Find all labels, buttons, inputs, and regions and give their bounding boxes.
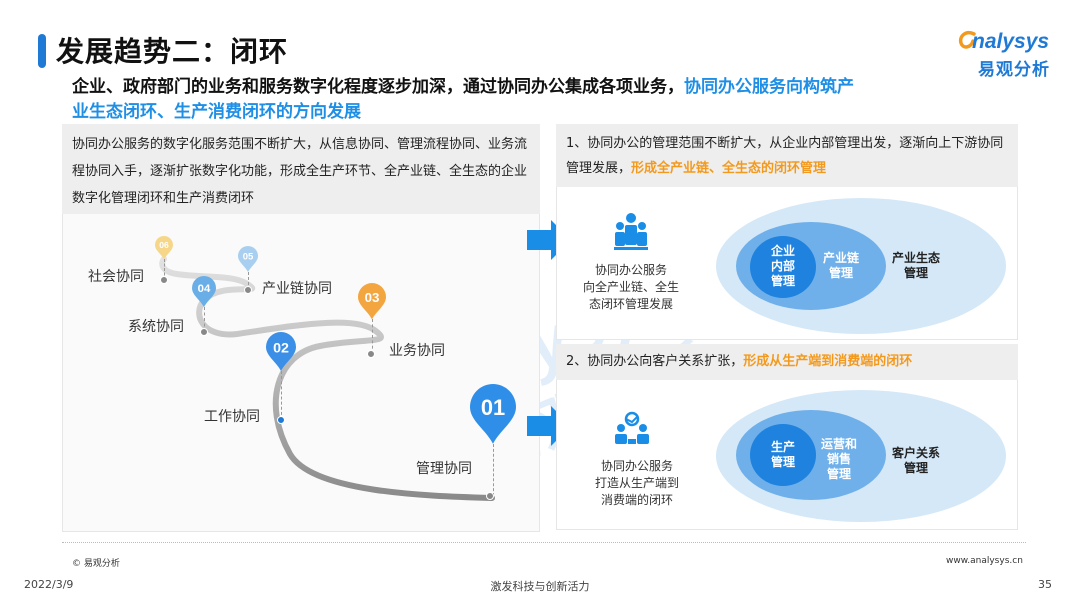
stage-label: 社会协同 [88, 269, 144, 285]
inner-ring [750, 424, 816, 486]
outer-ring-label: 产业生态 管理 [891, 251, 940, 280]
stage-label: 管理协同 [416, 461, 472, 477]
stage-connector [204, 307, 205, 332]
subtitle: 企业、政府部门的业务和服务数字化程度逐步加深，通过协同办公集成各项业务，协同办公… [72, 75, 1022, 125]
stage-dot [200, 328, 208, 336]
title-accent-bar [38, 34, 46, 68]
right-top-caption: 协同办公服务 向全产业链、全生 态闭环管理发展 [566, 262, 696, 313]
footer-date: 2022/3/9 [24, 578, 74, 591]
inner-ring [750, 236, 816, 298]
subtitle-highlight-1: 协同办公服务向构筑产 [684, 77, 854, 97]
stage-connector [493, 443, 494, 496]
right-bot-desc-plain: 2、协同办公向客户关系扩张， [566, 354, 744, 369]
stage-dot [160, 276, 168, 284]
right-top-description: 1、协同办公的管理范围不断扩大，从企业内部管理出发，逐渐向上下游协同管理发展，形… [556, 124, 1018, 187]
right-top-desc-highlight: 形成全产业链、全生态的闭环管理 [631, 161, 827, 176]
caption-line: 向全产业链、全生 [582, 280, 679, 294]
team-icon [614, 213, 648, 250]
stage-pin-01: 01 [470, 384, 516, 444]
caption-line: 协同办公服务 [600, 459, 673, 473]
road-path [159, 256, 495, 501]
evolution-road [159, 256, 495, 501]
right-bottom-description: 2、协同办公向客户关系扩张，形成从生产端到消费端的闭环 [556, 344, 1018, 380]
stage-connector [281, 371, 282, 420]
page-number: 35 [1038, 578, 1052, 591]
stage-connector [248, 272, 249, 290]
stage-number: 04 [198, 283, 211, 295]
stage-pin-06: 06 [155, 236, 173, 260]
stage-number: 01 [481, 395, 505, 420]
inner-ring-label: 生产 管理 [770, 440, 795, 469]
analysys-logo: nalysys 易观分析 [958, 24, 1058, 80]
stage-dot [244, 286, 252, 294]
stage-dot [277, 416, 285, 424]
outer-ring-label: 客户关系 管理 [891, 446, 940, 475]
right-bottom-caption: 协同办公服务 打造从生产端到 消费端的闭环 [572, 458, 702, 509]
logo-chinese: 易观分析 [978, 60, 1050, 80]
stage-pin-05: 05 [238, 246, 258, 272]
logo-a-swoosh-icon [958, 30, 976, 49]
stage-pin-03: 03 [358, 283, 386, 320]
footer-slogan: 激发科技与创新活力 [490, 580, 590, 593]
subtitle-highlight-2: 业生态闭环、生产消费闭环的方向发展 [72, 102, 361, 122]
caption-line: 打造从生产端到 [594, 476, 679, 490]
footer-divider [62, 542, 1026, 543]
inner-ring-label: 企业 内部 管理 [770, 244, 795, 288]
stage-dot [367, 350, 375, 358]
stage-number: 06 [159, 240, 169, 250]
caption-line: 态闭环管理发展 [588, 297, 673, 311]
footer-copyright: © 易观分析 [72, 559, 120, 569]
right-bot-desc-highlight: 形成从生产端到消费端的闭环 [743, 354, 913, 369]
stage-connector [372, 319, 373, 354]
middle-ring-label: 产业链 管理 [822, 251, 859, 280]
stage-number: 02 [273, 340, 289, 356]
stage-dot [486, 492, 494, 500]
stage-pin-04: 04 [192, 276, 216, 308]
middle-ring-label: 运营和 销售 管理 [820, 437, 857, 481]
logo-word: nalysys [972, 30, 1050, 53]
page-title: 发展趋势二：闭环 [56, 35, 289, 68]
caption-line: 协同办公服务 [594, 263, 667, 277]
right-top-desc-plain: 1、协同办公的管理范围不断扩大，从企业内部管理出发，逐渐向上下游协同管理发展， [566, 136, 1004, 176]
customer-service-icon [615, 411, 649, 444]
stage-label: 系统协同 [128, 319, 184, 335]
caption-line: 消费端的闭环 [600, 493, 673, 507]
stage-number: 05 [243, 252, 254, 263]
stage-label: 业务协同 [389, 343, 445, 359]
stage-label: 产业链协同 [262, 281, 332, 297]
stage-label: 工作协同 [204, 409, 260, 425]
stage-number: 03 [365, 290, 380, 305]
stage-pin-02: 02 [266, 332, 296, 371]
stage-connector [164, 259, 165, 280]
footer-url: www.analysys.cn [946, 556, 1023, 566]
subtitle-plain: 企业、政府部门的业务和服务数字化程度逐步加深，通过协同办公集成各项业务， [72, 77, 684, 97]
left-panel-description: 协同办公服务的数字化服务范围不断扩大，从信息协同、管理流程协同、业务流程协同入手… [62, 124, 540, 214]
